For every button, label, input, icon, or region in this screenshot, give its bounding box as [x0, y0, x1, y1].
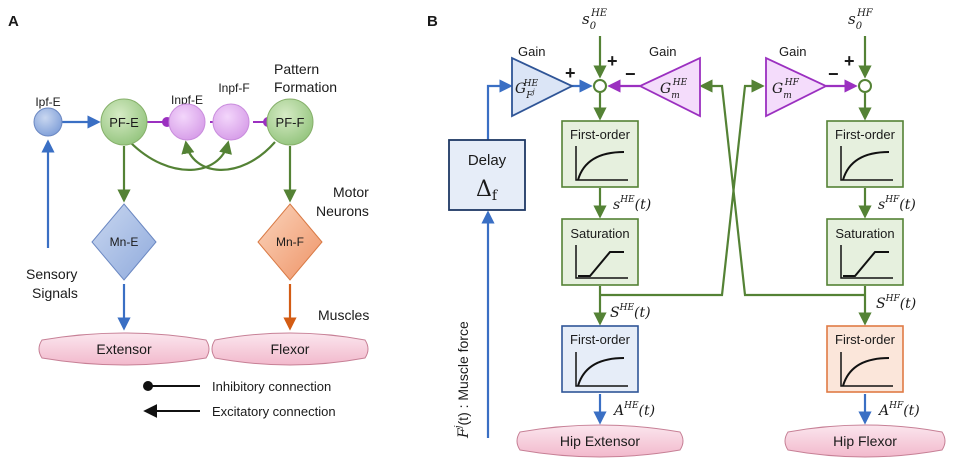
gain-m-he-triangle [637, 56, 701, 118]
sum-junction-hf [858, 79, 872, 93]
edge-pf-f-to-inpf-e [181, 140, 276, 171]
edge-pf-e-to-inpf-f [129, 140, 232, 171]
first-order-hf-box [826, 120, 904, 188]
mn-f-node [257, 203, 323, 281]
inpf-f-label: Inpf-F [218, 81, 249, 95]
saturation-hf-box [826, 218, 904, 286]
inpf-f-node [212, 103, 250, 141]
edge-Shf-to-gain-m-he [699, 79, 865, 297]
A-he-label: AHE(t) [612, 401, 655, 419]
hip-extensor-label: Hip Extensor [560, 433, 640, 449]
delay-box [448, 139, 526, 211]
first-order-hf-label: First-order [835, 127, 896, 142]
first-order-he-curve [577, 151, 625, 181]
extensor-muscle [38, 332, 210, 366]
first-order-hf-axes [840, 146, 893, 181]
A-hf-label: AHF(t) [877, 401, 920, 419]
saturation-he-box [561, 218, 639, 286]
sign-s0-he: + [607, 51, 618, 71]
mn-e-label: Mn-E [110, 235, 139, 249]
motor-neurons-label-1: Motor [333, 184, 369, 200]
first-order-he-output-label: First-order [570, 332, 631, 347]
delay-label: Delay [468, 152, 507, 169]
gain-f-symbol: GFjHE [515, 79, 538, 101]
first-order-he-axes [575, 146, 628, 181]
extensor-label: Extensor [96, 341, 152, 357]
first-order-he-output-axes [575, 352, 628, 387]
motor-neurons-label-2: Neurons [316, 203, 369, 219]
panel-a-label: A [8, 13, 19, 30]
legend-inhibitory-dot [143, 381, 153, 391]
first-order-hf-output-label: First-order [835, 332, 896, 347]
gain-m-he-symbol: GmHE [660, 78, 688, 101]
ipf-e-node [33, 107, 63, 137]
sensory-signals-label-2: Signals [32, 285, 78, 301]
sensory-signals-label-1: Sensory [26, 266, 77, 282]
first-order-hf-output-axes [840, 352, 893, 387]
saturation-hf-axes [840, 245, 893, 279]
flexor-muscle [211, 332, 369, 366]
muscle-force-label: Fj(t) : Muscle force [454, 321, 472, 439]
pf-e-node [100, 98, 148, 146]
first-order-he-output-box [561, 325, 639, 393]
sign-s0-hf: + [844, 51, 855, 71]
s-he-label: sHE(t) [613, 195, 651, 213]
pattern-formation-label-1: Pattern [274, 61, 319, 77]
sign-gain-f: + [565, 63, 576, 83]
first-order-hf-output-curve [842, 357, 890, 387]
panel-b-label: B [427, 13, 438, 30]
gain-f-triangle [511, 56, 575, 118]
hip-flexor-muscle [784, 424, 946, 458]
pattern-formation-label-2: Formation [274, 79, 337, 95]
legend-inhibitory-text: Inhibitory connection [212, 379, 331, 394]
sign-gain-m-hf: − [828, 64, 839, 84]
inpf-e-node [168, 103, 206, 141]
first-order-he-output-curve [577, 357, 625, 387]
saturation-hf-label: Saturation [835, 226, 894, 241]
gain-m-hf-title: Gain [779, 44, 806, 59]
input-hf-label: s0HF [848, 8, 874, 32]
first-order-hf-output-box [826, 325, 904, 393]
sign-gain-m-he: − [625, 64, 636, 84]
muscles-label: Muscles [318, 307, 369, 323]
pf-f-label: PF-F [276, 115, 305, 130]
hip-flexor-label: Hip Flexor [833, 433, 897, 449]
ipf-e-label: Ipf-E [35, 95, 60, 109]
gain-m-he-title: Gain [649, 44, 676, 59]
legend-excitatory-text: Excitatory connection [212, 404, 336, 419]
input-he-label: s0HE [582, 8, 608, 32]
first-order-he-box [561, 120, 639, 188]
S-hf-label: SHF(t) [876, 294, 916, 312]
s-hf-label: sHF(t) [878, 195, 916, 213]
saturation-hf-curve [843, 251, 889, 277]
mn-f-label: Mn-F [276, 235, 304, 249]
S-he-label: SHE(t) [610, 303, 651, 321]
saturation-he-curve [578, 251, 624, 277]
pf-f-node [266, 98, 314, 146]
saturation-he-label: Saturation [570, 226, 629, 241]
gain-m-hf-triangle [765, 56, 829, 118]
sum-junction-he [593, 79, 607, 93]
gain-m-hf-symbol: GmHF [772, 78, 800, 101]
hip-extensor-muscle [516, 424, 684, 458]
delay-symbol: Δf [476, 177, 499, 204]
first-order-hf-curve [842, 151, 890, 181]
gain-f-title: Gain [518, 44, 545, 59]
saturation-he-axes [575, 245, 628, 279]
first-order-he-label: First-order [570, 127, 631, 142]
mn-e-node [91, 203, 157, 281]
pf-e-label: PF-E [109, 115, 139, 130]
inpf-e-label: Inpf-E [171, 93, 203, 107]
edge-delay-to-gain-f [486, 79, 513, 140]
flexor-label: Flexor [271, 341, 310, 357]
